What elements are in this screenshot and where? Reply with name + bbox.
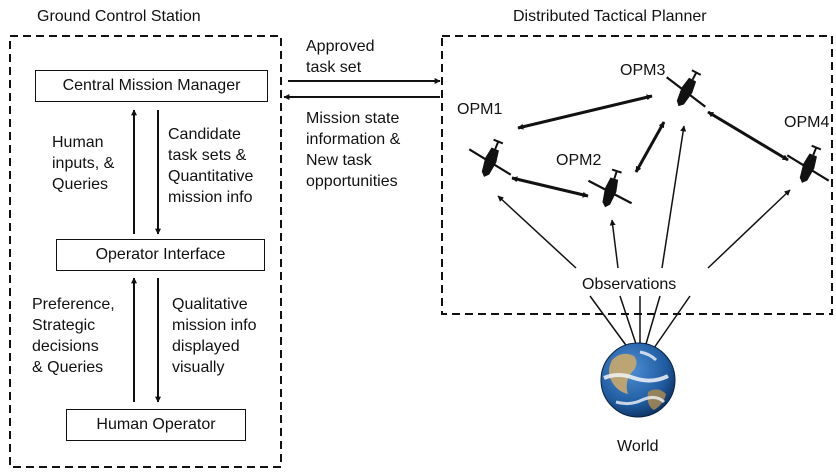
helicopter-icon-opm4 — [778, 137, 836, 193]
earth-icon — [600, 342, 676, 418]
preference-label: Preference, Strategic decisions & Querie… — [32, 296, 115, 376]
arrow-opm2-opm3 — [634, 121, 666, 173]
operator-interface-box: Operator Interface — [56, 239, 265, 271]
central-mission-manager-box: Central Mission Manager — [35, 70, 268, 102]
gcs-boundary — [9, 35, 282, 468]
world-line-4 — [645, 295, 661, 345]
dtp-boundary — [441, 35, 833, 315]
obs-arrow-opm3 — [661, 125, 687, 269]
observations-label: Observations — [582, 276, 677, 293]
opm3-label: OPM3 — [620, 62, 666, 79]
human-inputs-label: Human inputs, & Queries — [52, 134, 115, 193]
dtp-title: Distributed Tactical Planner — [513, 8, 707, 25]
world-label: World — [617, 438, 659, 455]
arrow-opm1-opm2 — [511, 176, 589, 198]
world-line-5 — [653, 295, 691, 349]
obs-arrow-opm1 — [497, 195, 577, 269]
opm2-label: OPM2 — [556, 152, 602, 169]
arrow-opm1-opm3 — [517, 94, 653, 130]
helicopter-icon-opm2 — [581, 162, 641, 216]
world-line-1 — [589, 295, 629, 349]
human-operator-box: Human Operator — [66, 409, 246, 441]
qualitative-info-label: Qualitative mission info displayed visua… — [172, 296, 257, 376]
gcs-title: Ground Control Station — [37, 8, 201, 25]
obs-arrow-opm2 — [609, 219, 619, 269]
opm1-label: OPM1 — [457, 101, 503, 118]
approved-task-set-label: Approved task set — [306, 38, 375, 76]
candidate-task-sets-label: Candidate task sets & Quantitative missi… — [168, 126, 254, 206]
opm4-label: OPM4 — [784, 114, 830, 131]
helicopter-icon-opm3 — [656, 60, 719, 119]
world-line-2 — [619, 295, 637, 345]
mission-state-label: Mission state information & New task opp… — [306, 110, 401, 190]
helicopter-icon-opm1 — [460, 131, 522, 187]
obs-arrow-opm4 — [707, 189, 791, 269]
arrow-opm3-opm4 — [707, 110, 789, 162]
